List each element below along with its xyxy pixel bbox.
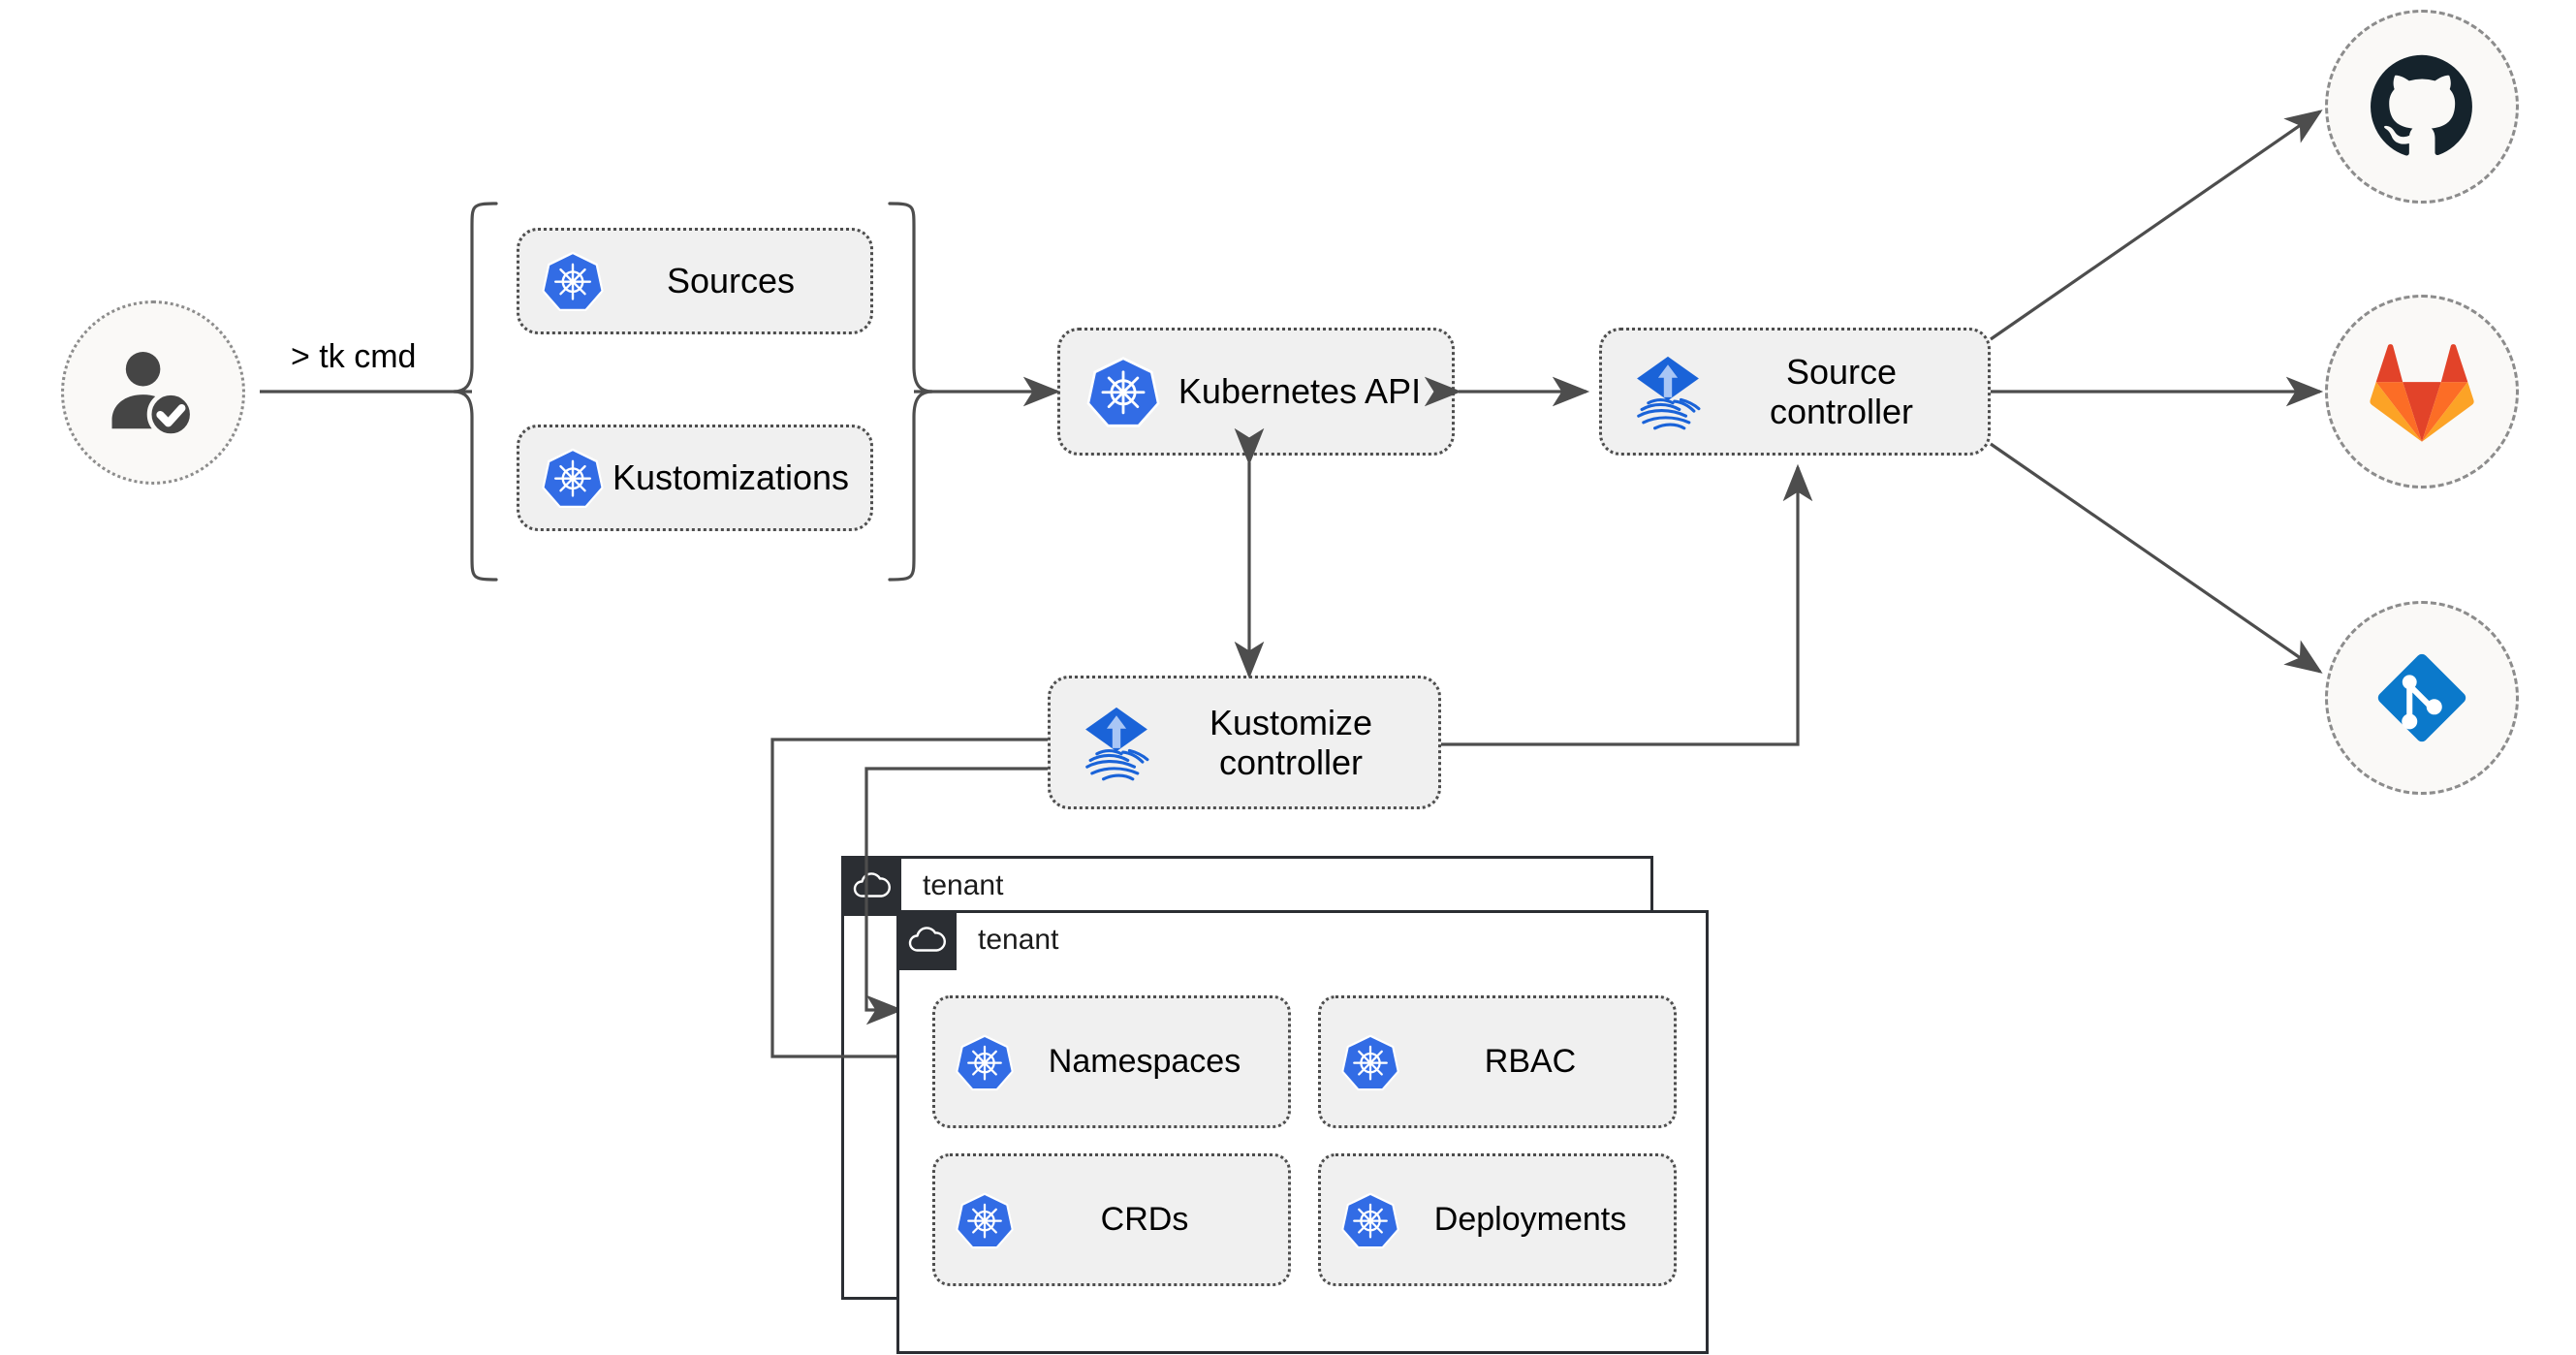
brace-left (453, 202, 498, 582)
actor-user[interactable] (61, 300, 245, 485)
kubernetes-icon (541, 249, 605, 313)
kubernetes-icon (955, 1032, 1015, 1092)
tenant-resource-crds[interactable]: CRDs (932, 1153, 1291, 1286)
node-label-line1: Kustomize (1209, 702, 1373, 742)
github-icon (2371, 54, 2472, 156)
edge-kustomize-tenant2 (864, 767, 1048, 1025)
kubernetes-icon (541, 446, 605, 510)
cloud-icon (896, 910, 957, 970)
tenant-resource-deployments[interactable]: Deployments (1318, 1153, 1677, 1286)
edge-source-github (1990, 110, 2323, 341)
resource-label: RBAC (1484, 1042, 1577, 1080)
kubernetes-icon (1085, 354, 1161, 429)
tenant-titlebar-2: tenant (896, 910, 1058, 970)
resource-box-sources[interactable]: Sources (517, 228, 873, 334)
edge-source-git (1990, 442, 2323, 674)
kubernetes-icon (1340, 1032, 1400, 1092)
node-kustomize-controller[interactable]: Kustomize controller (1048, 676, 1441, 809)
node-label: Kubernetes API (1178, 371, 1422, 412)
git-repository-icon (2377, 653, 2466, 742)
brace-right (888, 202, 933, 582)
flux-icon (1627, 351, 1709, 432)
tenant-resource-namespaces[interactable]: Namespaces (932, 995, 1291, 1128)
resource-box-kustomizations[interactable]: Kustomizations (517, 425, 873, 531)
resource-label: CRDs (1100, 1200, 1189, 1238)
edge-kustomize-source (1441, 463, 1813, 746)
node-label: Source controller (1709, 352, 1988, 432)
resource-label: Deployments (1433, 1200, 1627, 1238)
node-label-line2: controller (1769, 392, 1914, 431)
tenant-resource-grid: Namespaces R (932, 995, 1677, 1286)
kubernetes-icon (1340, 1190, 1400, 1250)
node-label-line2: controller (1218, 742, 1364, 782)
node-label-line1: Source (1785, 351, 1898, 392)
tenant-name-2: tenant (978, 924, 1059, 956)
user-verified-icon (111, 351, 195, 439)
resource-label: Sources (666, 261, 796, 301)
provider-git[interactable] (2325, 601, 2519, 795)
command-label: > tk cmd (291, 338, 417, 375)
resource-label: Namespaces (1048, 1042, 1241, 1080)
gitlab-icon (2370, 344, 2474, 442)
provider-gitlab[interactable] (2325, 295, 2519, 488)
node-label: Kustomize controller (1157, 703, 1438, 783)
flux-icon (1076, 702, 1157, 783)
resource-label: Kustomizations (612, 457, 850, 498)
tenant-titlebar-1: tenant (841, 856, 1003, 916)
tenant-window-2[interactable]: tenant N (896, 910, 1709, 1354)
resources-brace (453, 202, 933, 582)
kubernetes-icon (955, 1190, 1015, 1250)
node-source-controller[interactable]: Source controller (1599, 328, 1991, 456)
tenant-name-1: tenant (923, 869, 1004, 901)
provider-github[interactable] (2325, 10, 2519, 204)
tenant-resource-rbac[interactable]: RBAC (1318, 995, 1677, 1128)
cloud-icon (841, 856, 901, 916)
